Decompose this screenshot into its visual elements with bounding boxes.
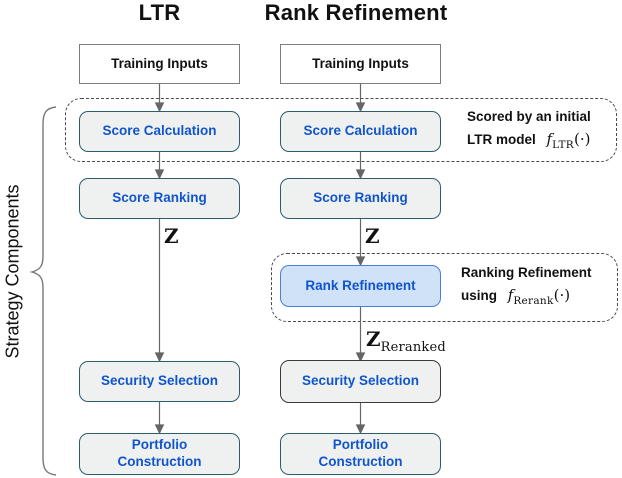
rr-z-reranked-label: ZReranked <box>366 327 446 355</box>
column-title-ltr: LTR <box>138 0 181 25</box>
rerank-annotation-line1: Ranking Refinement <box>461 265 592 280</box>
flow-arrow <box>355 84 366 113</box>
flow-arrow <box>154 402 165 435</box>
scored-annotation-line1: Scored by an initial <box>467 109 591 124</box>
curly-brace-icon <box>29 106 57 476</box>
flow-arrow <box>355 152 366 180</box>
scored-annotation-prefix: LTR model <box>467 132 536 147</box>
strategy-components-label: Strategy Components <box>2 184 23 359</box>
column-title-rank-refinement: Rank Refinement <box>264 0 448 25</box>
scored-annotation-line2: LTR model fLTR(·) <box>467 128 591 157</box>
z-reranked-sub: Reranked <box>380 340 446 355</box>
ltr-security-selection-box: Security Selection <box>79 361 240 402</box>
rr-z-label: Z <box>365 224 380 248</box>
rr-score-calculation-box: Score Calculation <box>280 111 441 152</box>
rr-security-selection-box: Security Selection <box>280 360 441 403</box>
rr-score-ranking-box: Score Ranking <box>280 178 441 219</box>
f-rerank-math: fRerank(·) <box>507 286 571 307</box>
flow-arrow <box>154 219 165 363</box>
ltr-score-ranking-box: Score Ranking <box>79 178 240 219</box>
rr-training-inputs-box: Training Inputs <box>280 44 441 84</box>
rr-portfolio-construction-box: Portfolio Construction <box>280 433 441 475</box>
rr-rank-refinement-box: Rank Refinement <box>280 265 441 307</box>
scored-by-ltr-group <box>65 98 617 162</box>
rerank-annotation-line2: using fRerank(·) <box>461 284 592 313</box>
flow-arrow <box>154 152 165 180</box>
flow-arrow <box>355 402 366 435</box>
flow-arrow <box>355 219 366 267</box>
f-ltr-math: fLTR(·) <box>546 130 591 151</box>
flow-arrow <box>154 84 165 113</box>
ltr-portfolio-construction-box: Portfolio Construction <box>79 433 240 475</box>
ltr-portfolio-construction-label: Portfolio Construction <box>117 437 202 469</box>
rerank-annotation-prefix: using <box>461 288 497 303</box>
scored-annotation: Scored by an initial LTR model fLTR(·) <box>467 105 591 157</box>
ltr-score-calculation-box: Score Calculation <box>79 111 240 152</box>
rr-portfolio-construction-label: Portfolio Construction <box>318 437 403 469</box>
ltr-z-label: Z <box>164 224 179 248</box>
rerank-annotation: Ranking Refinement using fRerank(·) <box>461 261 592 313</box>
ltr-training-inputs-box: Training Inputs <box>79 44 240 84</box>
flow-arrow <box>355 307 366 363</box>
z-reranked-base: Z <box>366 327 381 351</box>
rank-refinement-group <box>271 253 618 322</box>
